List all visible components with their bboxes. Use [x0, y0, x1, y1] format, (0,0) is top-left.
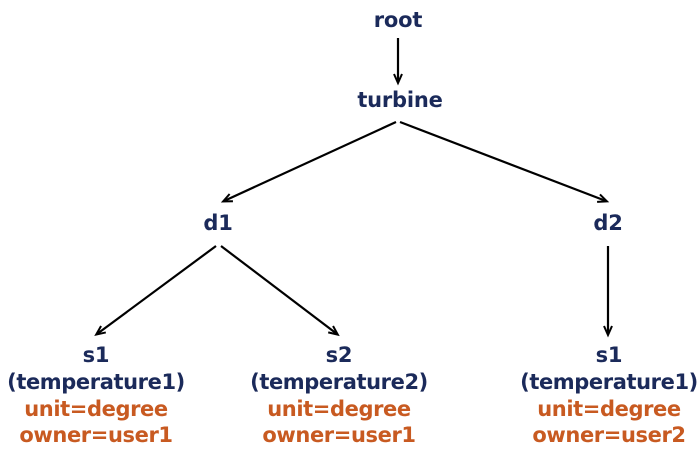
node-s1-right-owner: owner=user2 — [532, 423, 686, 448]
tree-node-s1-left[interactable]: s1 (temperature1) unit=degree owner=user… — [7, 343, 185, 448]
node-s1-right-unit: unit=degree — [537, 396, 681, 421]
node-s2-label: s2 — [325, 343, 353, 367]
tree-node-s2[interactable]: s2 (temperature2) unit=degree owner=user… — [250, 343, 428, 448]
node-d1-label: d1 — [203, 211, 233, 235]
node-s2-type: (temperature2) — [250, 369, 428, 394]
node-s2-owner: owner=user1 — [262, 423, 416, 448]
node-s1-left-label: s1 — [82, 343, 110, 367]
node-s1-left-type: (temperature1) — [7, 369, 185, 394]
tree-node-d1[interactable]: d1 — [203, 211, 232, 236]
node-s1-right-type: (temperature1) — [520, 369, 698, 394]
edge-turbine-d1 — [220, 121, 397, 203]
edge-d1-s1left — [94, 245, 217, 337]
node-s1-left-owner: owner=user1 — [19, 423, 173, 448]
node-d2-label: d2 — [593, 211, 623, 235]
node-s1-left-unit: unit=degree — [24, 396, 168, 421]
tree-node-root[interactable]: root — [373, 8, 423, 33]
tree-node-s1-right[interactable]: s1 (temperature1) unit=degree owner=user… — [520, 343, 698, 448]
node-s1-right-label: s1 — [595, 343, 623, 367]
node-turbine-label: turbine — [357, 88, 443, 112]
node-root-label: root — [373, 8, 423, 32]
tree-node-d2[interactable]: d2 — [593, 211, 622, 236]
edge-turbine-d2 — [399, 120, 610, 203]
edge-d1-s2 — [220, 245, 340, 337]
node-s2-unit: unit=degree — [267, 396, 411, 421]
tree-node-turbine[interactable]: turbine — [357, 88, 443, 113]
